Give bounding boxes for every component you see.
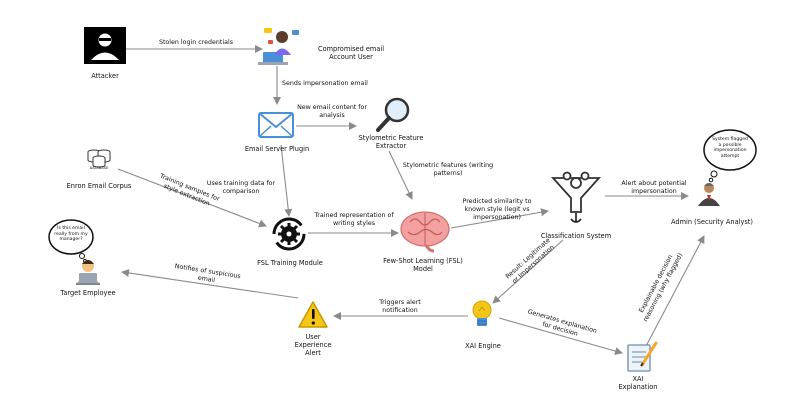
database-caption: DATABASE xyxy=(89,166,109,170)
edge-label-new-email-content: New email content for analysis xyxy=(297,104,367,119)
edge-result-legit xyxy=(492,239,564,304)
edge-stylometric-features xyxy=(388,150,413,200)
compromised-user-label: Compromised email Account User xyxy=(317,45,385,62)
edge-uses-training-data xyxy=(280,144,293,217)
envelope-icon xyxy=(258,112,294,138)
magnifier-icon xyxy=(376,97,410,132)
enron-corpus-label: Enron Email Corpus xyxy=(66,182,132,190)
edge-label-stolen-credentials: Stolen login credentials xyxy=(158,39,234,46)
classification-system-label: Classification System xyxy=(540,232,612,240)
stylometric-extractor-label: Stylometric Feature Extractor xyxy=(358,134,424,151)
xai-engine-label: XAI Engine xyxy=(465,342,501,350)
compromised-user-icon xyxy=(258,28,299,65)
email-server-plugin-label: Email Server Plugin xyxy=(244,145,310,153)
edge-generates-explanation xyxy=(498,317,623,355)
fsl-model-label: Few-Shot Learning (FSL) Model xyxy=(383,257,463,274)
edge-explainable-reasoning xyxy=(643,235,705,351)
xai-explanation-label: XAI Explanation xyxy=(618,375,658,392)
employee-icon xyxy=(76,260,100,285)
attacker-icon xyxy=(84,27,126,64)
employee-thought-text: Is this email really from my manager? xyxy=(54,226,88,242)
thought-cloud-admin xyxy=(703,129,757,183)
edge-training-samples xyxy=(117,168,267,228)
admin-icon xyxy=(698,183,720,206)
edge-label-uses-training-data: Uses training data for comparison xyxy=(206,180,276,195)
edge-label-triggers-alert: Triggers alert notification xyxy=(379,299,421,314)
edge-label-stylometric-features: Stylometric features (writing patterns) xyxy=(402,162,494,177)
warning-icon xyxy=(298,301,328,328)
database-icon xyxy=(87,149,111,168)
lightbulb-icon xyxy=(472,300,492,326)
brain-icon xyxy=(400,211,450,253)
user-alert-label: User Experience Alert xyxy=(294,333,332,358)
edge-label-trained-representation: Trained representation of writing styles xyxy=(314,212,394,227)
edge-label-alert-potential: Alert about potential impersonation xyxy=(621,180,687,195)
memo-icon xyxy=(627,341,658,372)
target-employee-label: Target Employee xyxy=(60,289,116,297)
gear-cycle-icon xyxy=(272,217,306,251)
attacker-label: Attacker xyxy=(91,72,119,80)
admin-label: Admin (Security Analyst) xyxy=(671,218,753,226)
fsl-training-module-label: FSL Training Module xyxy=(257,259,323,267)
edge-notifies-suspicious xyxy=(121,269,299,299)
edge-label-sends-impersonation: Sends impersonation email xyxy=(282,80,368,87)
admin-thought-text: System flagged a possible impersonation … xyxy=(712,137,748,159)
funnel-icon xyxy=(550,171,602,223)
edge-predicted-similarity xyxy=(450,208,549,229)
edge-label-predicted-similarity: Predicted similarity to known style (leg… xyxy=(462,198,532,221)
